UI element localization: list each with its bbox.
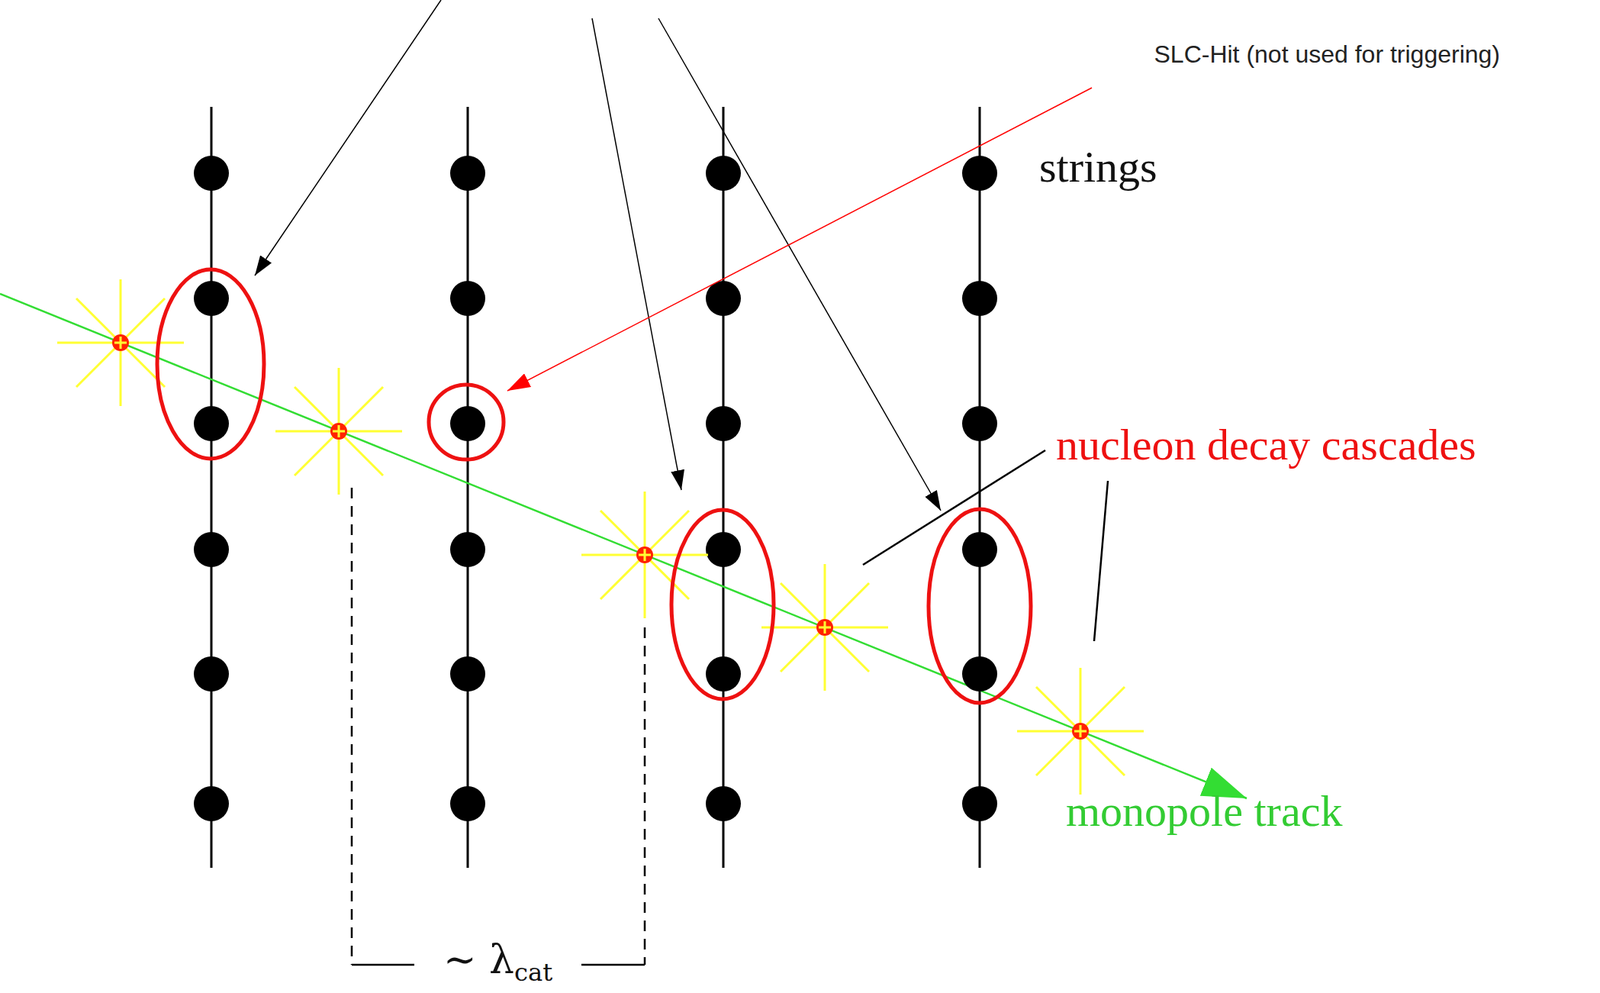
dom-dot (193, 785, 229, 821)
pointer-arrow (254, 0, 442, 276)
dom-dot (450, 155, 486, 191)
dom-dot (962, 785, 998, 821)
dom-dot (705, 785, 741, 821)
dom-dot (962, 405, 998, 442)
dom-dot (962, 656, 998, 692)
dom-dot (450, 280, 486, 316)
dom-dot (962, 531, 998, 567)
slc-pointer-arrow (507, 87, 1092, 391)
optical-modules (193, 155, 998, 821)
dom-dot (705, 531, 741, 567)
hlc-ellipse (928, 508, 1031, 703)
leader-line (1094, 480, 1108, 641)
dom-dot (193, 531, 229, 567)
strings-label: strings (1039, 140, 1158, 194)
leader-lines (862, 450, 1108, 641)
hit-rings (157, 269, 1031, 703)
hlc-ellipse (157, 269, 264, 459)
string-line (978, 106, 982, 868)
dom-dot (450, 405, 486, 442)
cascade-star (1017, 667, 1144, 795)
bracket-line (643, 627, 647, 965)
leader-line (862, 450, 1046, 565)
cascade-star (581, 491, 709, 619)
string-line (722, 106, 725, 868)
bracket-line (581, 963, 645, 966)
subscript-text: cat (514, 957, 553, 987)
dom-dot (193, 405, 229, 442)
length-label: ∼ λcat (443, 935, 553, 983)
dom-dot (705, 656, 741, 692)
dom-dot (705, 280, 741, 316)
dom-dot (450, 656, 486, 692)
symbol-text: ∼ λ (443, 936, 515, 982)
cascade-star (275, 367, 403, 495)
dom-dot (705, 405, 741, 442)
cascade-star (57, 279, 184, 406)
pointer-arrow (658, 18, 941, 511)
slc-note: SLC-Hit (not used for triggering) (1141, 39, 1501, 69)
dom-dot (962, 280, 998, 316)
bracket-line (350, 487, 354, 965)
string-lines (211, 106, 980, 868)
dom-dot (193, 280, 229, 316)
dom-dot (705, 155, 741, 191)
pointer-arrows (254, 0, 941, 511)
dom-dot (962, 155, 998, 191)
cascades-label: nucleon decay cascades (1055, 418, 1477, 472)
cascade-stars (57, 279, 1144, 795)
bracket-line (351, 963, 415, 966)
distance-bracket (351, 487, 645, 965)
pointer-arrow (592, 18, 682, 490)
monopole-track (0, 293, 1247, 799)
dom-dot (193, 656, 229, 692)
dom-dot (450, 531, 486, 567)
slc-circle (428, 384, 504, 460)
string-line (466, 106, 470, 868)
dom-dot (450, 785, 486, 821)
string-line (210, 106, 213, 868)
track-label: monopole track (1065, 784, 1343, 838)
cascade-star (761, 563, 889, 691)
dom-dot (193, 155, 229, 191)
hlc-ellipse (671, 509, 774, 699)
